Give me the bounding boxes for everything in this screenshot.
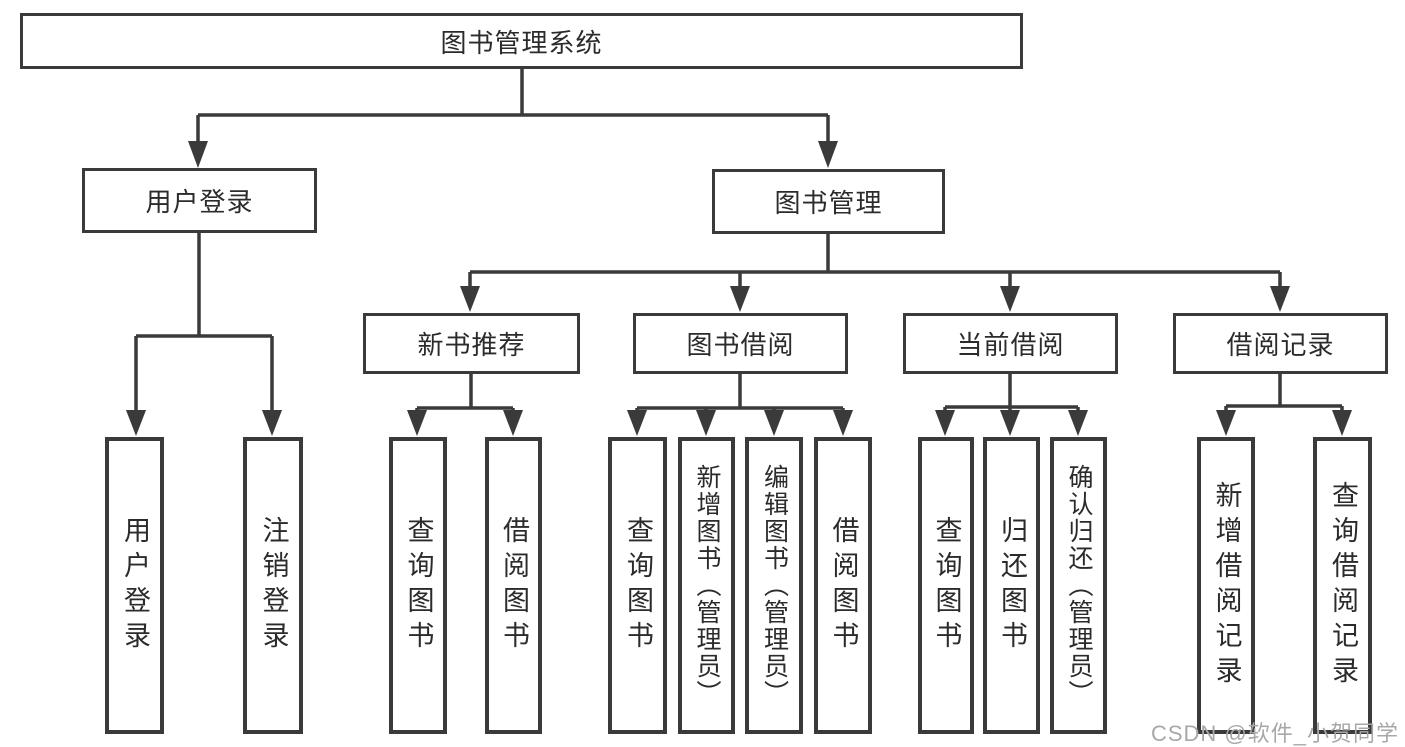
- arrowhead-book-management: [818, 141, 838, 168]
- arrowhead-cb-confirm: [1068, 410, 1088, 436]
- leaf-bb-add-books-admin: 新增图书（管理员）: [678, 437, 735, 734]
- arrowhead-user-login: [188, 141, 208, 168]
- arrowhead-bb-add: [696, 410, 716, 436]
- node-user-login: 用户登录: [82, 168, 317, 233]
- node-new-book-recommend-label: 新书推荐: [417, 330, 526, 360]
- node-book-borrow: 图书借阅: [633, 313, 848, 374]
- connector-user-login-children: [134, 233, 274, 428]
- csdn-watermark: CSDN @软件_小贺同学: [1150, 721, 1399, 746]
- node-new-book-recommend: 新书推荐: [363, 313, 580, 374]
- leaf-bb-borrow-books: 借阅图书: [814, 437, 872, 734]
- leaf-nb-borrow-books: 借阅图书: [485, 437, 542, 734]
- leaf-br-add-record: 新增借阅记录: [1197, 437, 1255, 734]
- connector-new-book-children: [415, 374, 515, 428]
- leaf-bb-edit-books-admin-label: 编辑图书（管理员）: [760, 464, 789, 707]
- leaf-cb-return-books: 归还图书: [983, 437, 1040, 734]
- node-root: 图书管理系统: [20, 13, 1023, 69]
- arrowhead-current-borrow: [1000, 286, 1020, 312]
- arrowhead-nb-borrow: [503, 410, 523, 436]
- leaf-user-login-label: 用户登录: [120, 515, 150, 656]
- arrowhead-bb-borrow: [833, 410, 853, 436]
- node-current-borrow-label: 当前借阅: [956, 330, 1065, 360]
- leaf-bb-add-books-admin-label: 新增图书（管理员）: [693, 464, 721, 707]
- arrowhead-book-borrow: [730, 286, 750, 312]
- leaf-user-login: 用户登录: [105, 437, 164, 734]
- arrowhead-borrow-records: [1270, 286, 1290, 312]
- connector-borrow-records-children: [1224, 374, 1344, 428]
- node-user-login-label: 用户登录: [145, 187, 254, 217]
- arrowhead-br-query: [1332, 410, 1352, 436]
- leaf-br-add-record-label: 新增借阅记录: [1211, 480, 1242, 691]
- arrowhead-new-book: [460, 286, 480, 312]
- leaf-br-query-record-label: 查询借阅记录: [1328, 480, 1358, 691]
- connector-book-borrow-children: [635, 374, 845, 428]
- arrowhead-br-add: [1216, 410, 1236, 436]
- connector-root-to-level2: [196, 69, 830, 158]
- leaf-logout: 注销登录: [243, 437, 303, 734]
- arrowhead-cb-query: [935, 410, 955, 436]
- leaf-cb-confirm-return-admin: 确认归还（管理员）: [1050, 437, 1107, 734]
- leaf-bb-borrow-books-label: 借阅图书: [828, 515, 859, 656]
- node-book-borrow-label: 图书借阅: [686, 330, 795, 360]
- arrowhead-leaf-login: [126, 410, 146, 436]
- node-borrow-records-label: 借阅记录: [1226, 330, 1335, 360]
- leaf-br-query-record: 查询借阅记录: [1313, 437, 1372, 734]
- leaf-cb-query-books: 查询图书: [918, 437, 974, 734]
- node-borrow-records: 借阅记录: [1173, 313, 1388, 374]
- leaf-bb-query-books: 查询图书: [608, 437, 667, 734]
- arrowhead-leaf-logout: [262, 410, 282, 436]
- leaf-cb-query-books-label: 查询图书: [931, 515, 962, 656]
- arrowhead-nb-query: [407, 410, 427, 436]
- node-book-management-label: 图书管理: [774, 188, 883, 218]
- arrowhead-cb-return: [1000, 410, 1020, 436]
- arrowhead-bb-edit: [764, 410, 784, 436]
- leaf-bb-query-books-label: 查询图书: [623, 515, 653, 656]
- node-current-borrow: 当前借阅: [903, 313, 1118, 374]
- leaf-logout-label: 注销登录: [258, 515, 289, 656]
- node-book-management: 图书管理: [712, 169, 945, 234]
- leaf-nb-query-books-label: 查询图书: [403, 515, 434, 656]
- node-root-label: 图书管理系统: [440, 27, 603, 58]
- leaf-cb-confirm-return-admin-label: 确认归还（管理员）: [1065, 464, 1093, 707]
- arrowhead-bb-query: [627, 410, 647, 436]
- connector-book-management-children: [468, 234, 1282, 302]
- leaf-cb-return-books-label: 归还图书: [997, 515, 1027, 656]
- leaf-bb-edit-books-admin: 编辑图书（管理员）: [745, 437, 803, 734]
- leaf-nb-query-books: 查询图书: [389, 437, 447, 734]
- leaf-nb-borrow-books-label: 借阅图书: [499, 515, 529, 656]
